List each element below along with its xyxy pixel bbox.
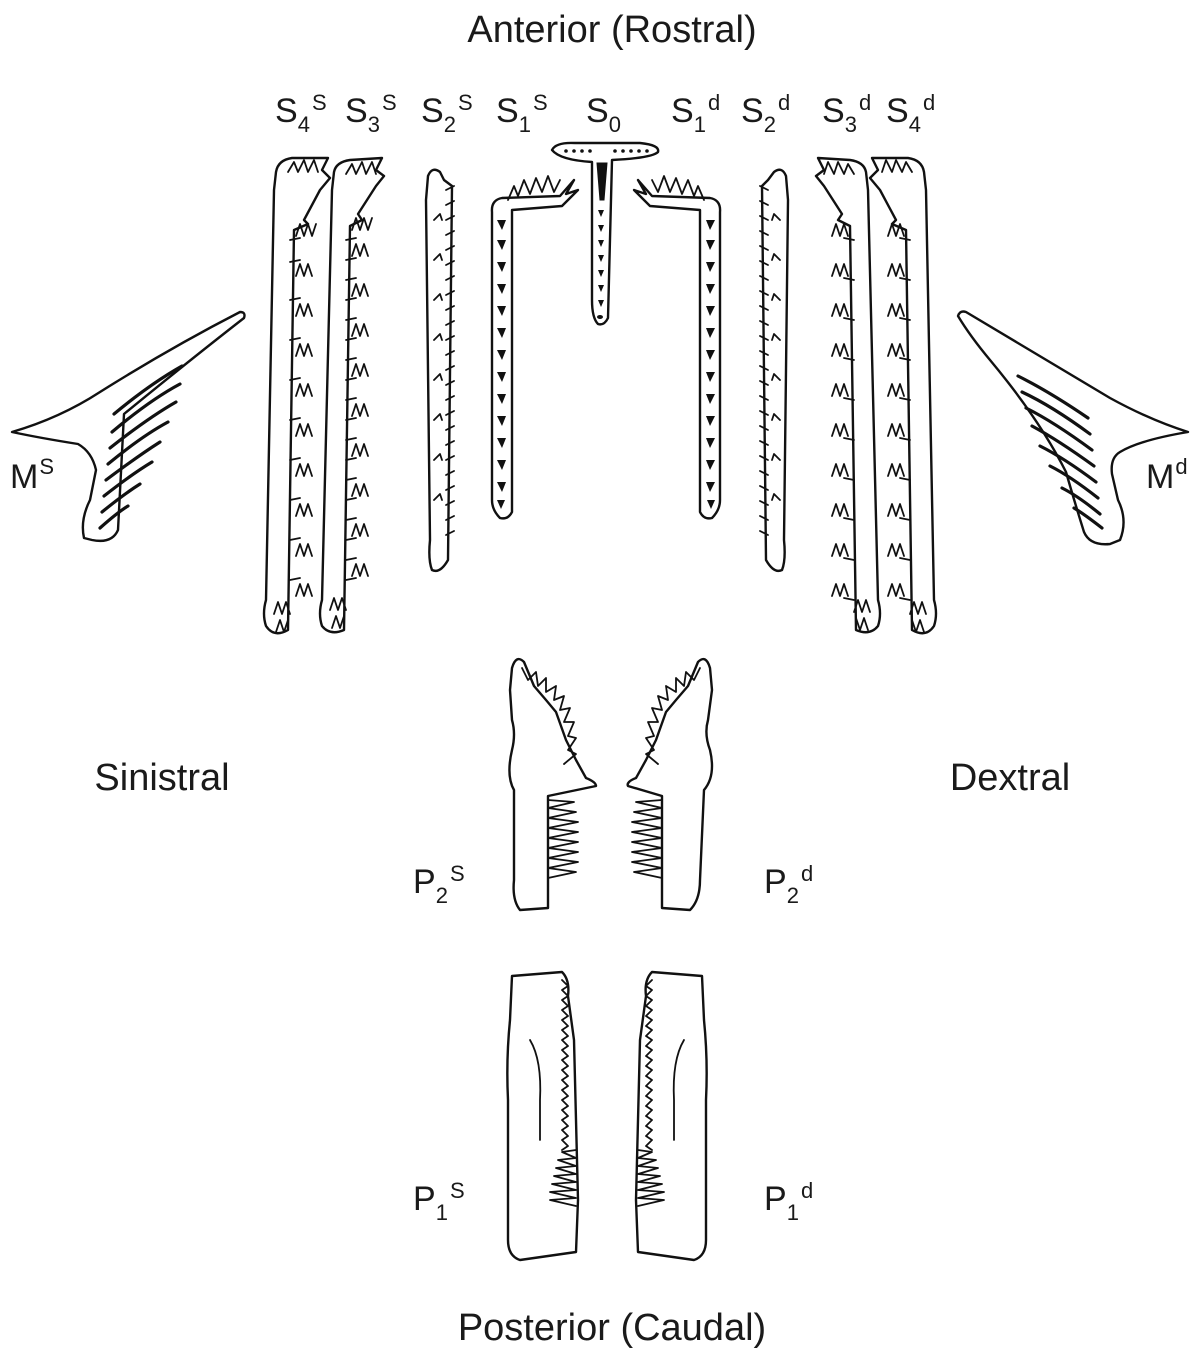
s2-sinistral-element [426, 170, 454, 571]
m-dextral-element [958, 312, 1188, 545]
label-s2-dextral: S2d [741, 90, 790, 137]
s4-dextral-element [870, 158, 936, 633]
p2-dextral-element [628, 659, 712, 910]
dextral-label: Dextral [950, 757, 1070, 799]
s2-dextral-element [760, 170, 788, 571]
m-sinistral-element [12, 312, 245, 541]
label-s4-dextral: S4d [886, 90, 935, 137]
p2-sinistral-element [509, 659, 596, 910]
label-s0: S0 [586, 92, 621, 137]
label-s3-sinistral: S3S [345, 90, 397, 137]
s1-sinistral-element [492, 176, 578, 518]
label-s1-sinistral: S1S [496, 90, 548, 137]
p1-sinistral-element [507, 972, 578, 1260]
p1-dextral-element [636, 972, 707, 1260]
label-p2-dextral: P2d [764, 861, 813, 908]
posterior-label: Posterior (Caudal) [458, 1307, 766, 1349]
label-s1-dextral: S1d [671, 90, 720, 137]
label-s2-sinistral: S2S [421, 90, 473, 137]
s3-dextral-element [816, 158, 880, 632]
s4-sinistral-element [264, 158, 330, 633]
s3-sinistral-element [320, 158, 384, 632]
s1-dextral-element [634, 176, 720, 518]
label-p2-sinistral: P2S [413, 861, 465, 908]
label-s3-dextral: S3d [822, 90, 871, 137]
label-s4-sinistral: S4S [275, 90, 327, 137]
label-m-dextral: Md [1146, 454, 1188, 496]
label-p1-sinistral: P1S [413, 1178, 465, 1225]
label-m-sinistral: MS [10, 454, 54, 496]
sinistral-label: Sinistral [94, 757, 229, 799]
s0-element [552, 143, 658, 325]
label-p1-dextral: P1d [764, 1178, 813, 1225]
anterior-label: Anterior (Rostral) [467, 9, 756, 51]
